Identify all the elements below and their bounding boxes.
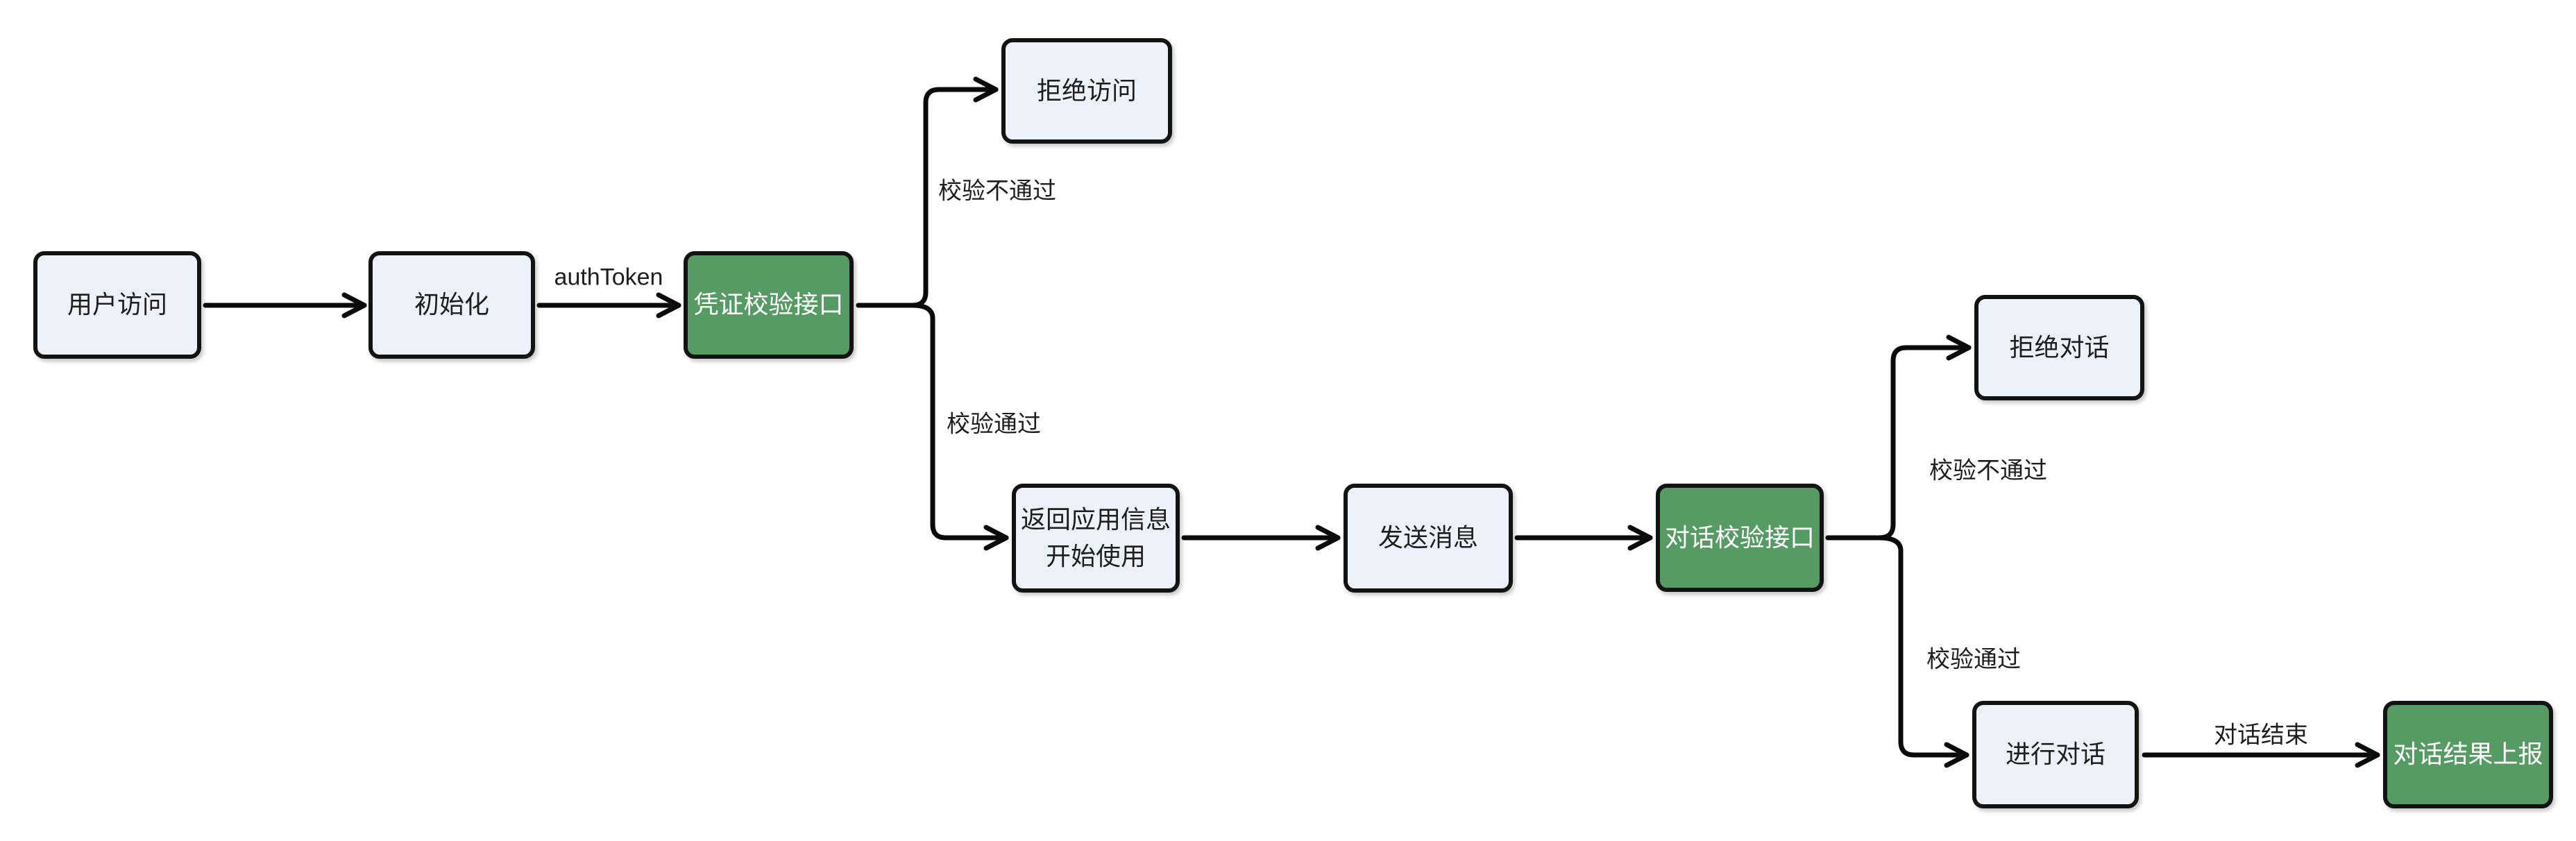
edge-cred-check-pass-to-return — [856, 303, 1009, 551]
edge-label-dialog-check-pass: 校验通过 — [1926, 646, 2021, 673]
edge-label-auth-token: authToken — [554, 264, 663, 291]
node-return-app-info: 返回应用信息 开始使用 — [1012, 484, 1180, 593]
node-send-message: 发送消息 — [1344, 484, 1513, 593]
node-do-dialog: 进行对话 — [1972, 701, 2139, 808]
node-deny-access: 拒绝访问 — [1001, 38, 1172, 144]
edge-label-cred-check-fail: 校验不通过 — [938, 178, 1056, 205]
node-init: 初始化 — [368, 251, 535, 359]
edge-label-cred-check-pass: 校验通过 — [947, 411, 1041, 438]
node-cred-check-api: 凭证校验接口 — [684, 251, 854, 359]
node-deny-dialog: 拒绝对话 — [1974, 295, 2144, 400]
edge-dialog-check-pass-to-do-dialog — [1825, 535, 1969, 768]
edge-label-dialog-end: 对话结束 — [2214, 722, 2308, 749]
edge-dialog-check-fail-to-deny-dialog — [1825, 334, 1972, 541]
node-report-dialog-result: 对话结果上报 — [2383, 701, 2553, 808]
node-dialog-check-api: 对话校验接口 — [1656, 484, 1824, 592]
node-user-access: 用户访问 — [33, 251, 201, 359]
edge-label-dialog-check-fail: 校验不通过 — [1929, 457, 2047, 484]
